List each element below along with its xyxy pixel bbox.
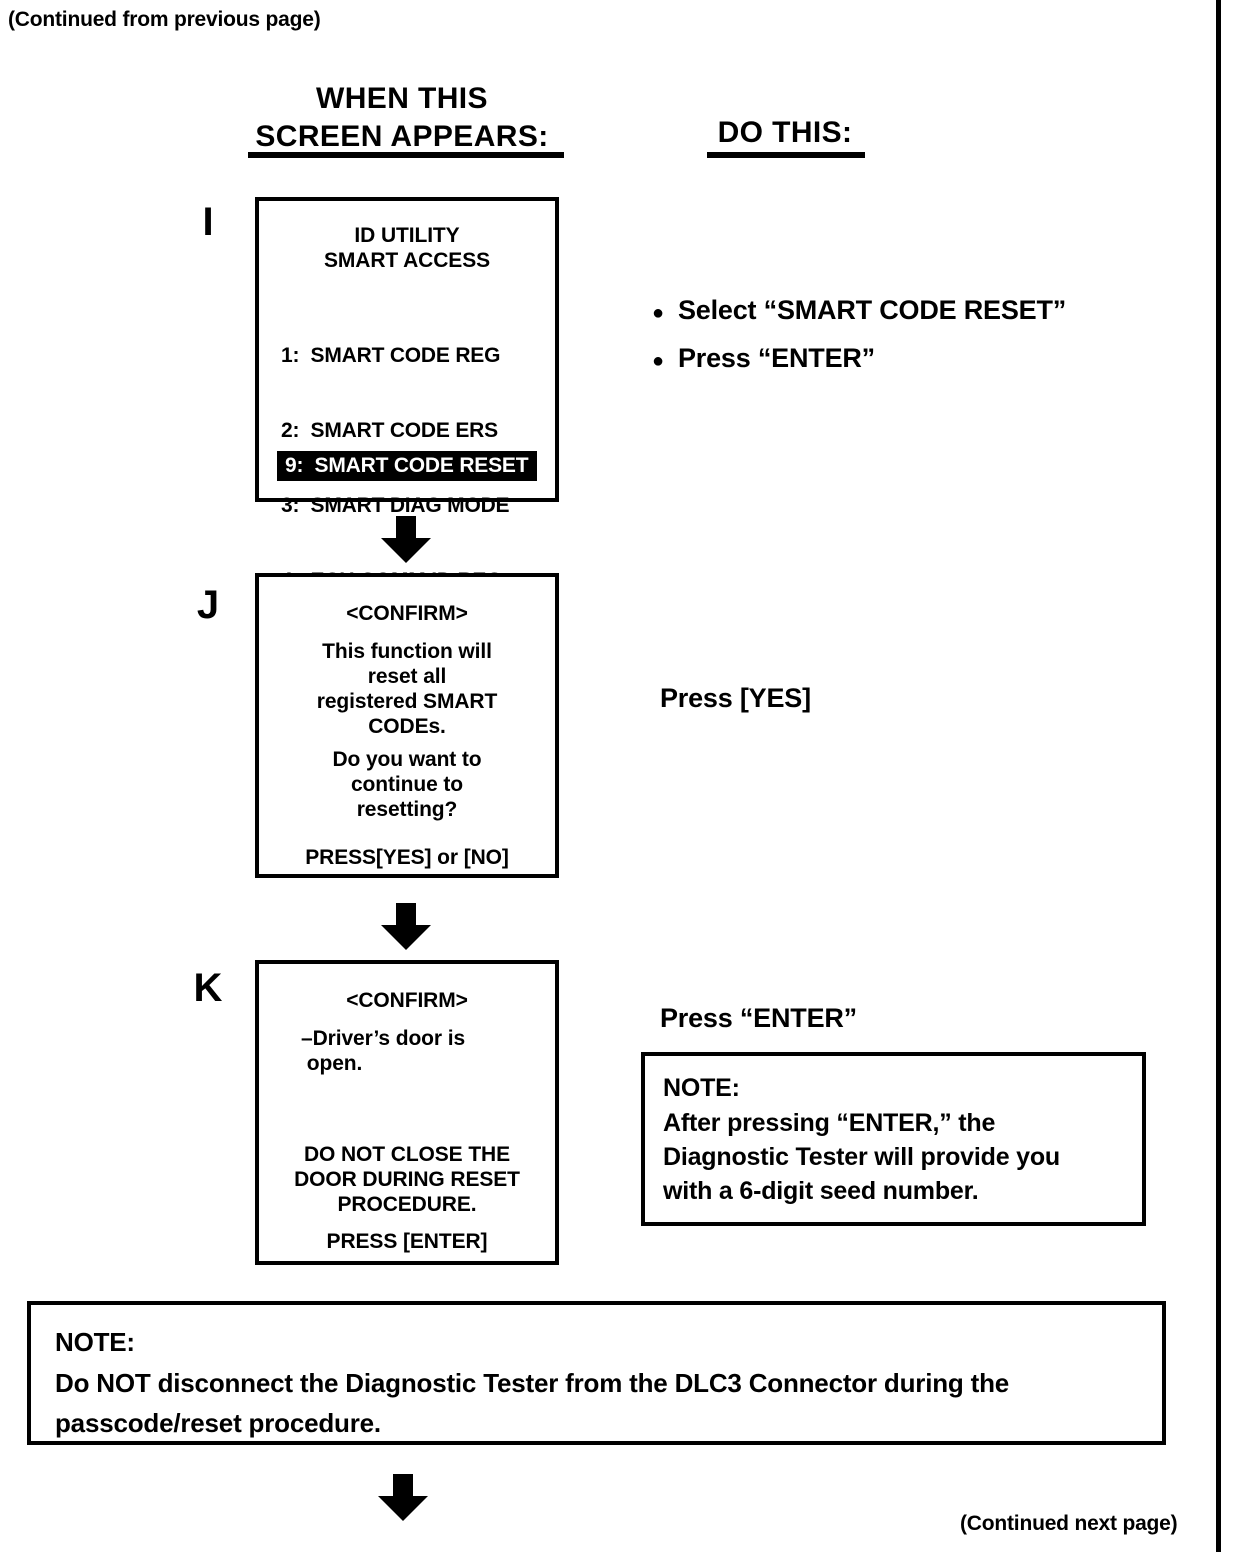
screen-j-footer: PRESS[YES] or [NO] bbox=[305, 846, 509, 869]
screen-k-body-line: open. bbox=[301, 1052, 363, 1075]
screen-i-menu-item-3[interactable]: 3: SMART DIAG MODE bbox=[281, 494, 510, 517]
tester-screen-k: <CONFIRM> –Driver’s door is open. DO NOT… bbox=[255, 960, 559, 1265]
screen-k-body-block-2: DO NOT CLOSE THE DOOR DURING RESET PROCE… bbox=[259, 1142, 555, 1217]
step-letter-j: J bbox=[196, 583, 220, 627]
screen-j-body-line: Do you want to bbox=[332, 748, 482, 771]
screen-k-body-block-1: –Driver’s door is open. bbox=[301, 1026, 531, 1076]
screen-i-title-line-1: ID UTILITY bbox=[354, 224, 460, 247]
bottom-note-line: passcode/reset procedure. bbox=[55, 1408, 381, 1438]
instruction-bullet-row: ● Select “SMART CODE RESET” bbox=[652, 288, 1172, 336]
screen-j-title: <CONFIRM> bbox=[346, 602, 468, 625]
tester-screen-i: ID UTILITY SMART ACCESS 1: SMART CODE RE… bbox=[255, 197, 559, 592]
instruction-bullet-row: ● Press “ENTER” bbox=[652, 336, 1172, 384]
note-body-line: with a 6-digit seed number. bbox=[663, 1177, 979, 1205]
step-letter-i: I bbox=[202, 200, 214, 244]
down-arrow-icon-2 bbox=[380, 903, 432, 956]
instruction-text-select-smart-code-reset: Select “SMART CODE RESET” bbox=[678, 295, 1067, 325]
bottom-note-line: Do NOT disconnect the Diagnostic Tester … bbox=[55, 1368, 1010, 1398]
continued-next-page-label: (Continued next page) bbox=[960, 1512, 1178, 1535]
continued-from-previous-page-label: (Continued from previous page) bbox=[8, 8, 321, 31]
screen-k-body-line: DO NOT CLOSE THE bbox=[303, 1143, 511, 1166]
note-body-line: Diagnostic Tester will provide you bbox=[663, 1143, 1060, 1171]
bottom-note-body: Do NOT disconnect the Diagnostic Tester … bbox=[55, 1363, 1146, 1443]
column-header-do-this: DO THIS: bbox=[717, 116, 853, 149]
screen-i-menu-item-2[interactable]: 2: SMART CODE ERS bbox=[281, 419, 498, 442]
instructions-step-i: ● Select “SMART CODE RESET” ● Press “ENT… bbox=[652, 288, 1172, 384]
note-box-seed-number: NOTE: After pressing “ENTER,” the Diagno… bbox=[641, 1052, 1146, 1226]
column-header-line-2: SCREEN APPEARS: bbox=[255, 120, 549, 153]
column-header-left-underline bbox=[248, 152, 564, 158]
column-header-right-underline bbox=[707, 152, 865, 158]
note-title: NOTE: bbox=[663, 1074, 740, 1102]
bullet-dot-icon: ● bbox=[652, 350, 664, 372]
instruction-step-k: Press “ENTER” bbox=[660, 1003, 857, 1033]
page-right-rule bbox=[1216, 0, 1221, 1552]
note-body-line: After pressing “ENTER,” the bbox=[663, 1109, 996, 1137]
screen-i-title-line-2: SMART ACCESS bbox=[323, 249, 491, 272]
tester-screen-j: <CONFIRM> This function will reset all r… bbox=[255, 573, 559, 878]
column-header-line-1: WHEN THIS bbox=[316, 82, 488, 115]
screen-j-body-block-2: Do you want to continue to resetting? bbox=[259, 747, 555, 822]
screen-j-body-block-1: This function will reset all registered … bbox=[259, 639, 555, 739]
instruction-step-j: Press [YES] bbox=[660, 683, 811, 713]
bullet-dot-icon: ● bbox=[652, 302, 664, 324]
screen-k-body-line: –Driver’s door is bbox=[301, 1027, 466, 1050]
screen-j-body-line: continue to bbox=[350, 773, 464, 796]
screen-j-body-line: reset all bbox=[367, 665, 447, 688]
bottom-note-title: NOTE: bbox=[55, 1327, 135, 1357]
note-body: After pressing “ENTER,” the Diagnostic T… bbox=[663, 1106, 1126, 1208]
down-arrow-icon-1 bbox=[380, 516, 432, 569]
column-header-when-screen-appears: WHEN THIS SCREEN APPEARS: bbox=[232, 80, 572, 156]
note-box-do-not-disconnect: NOTE: Do NOT disconnect the Diagnostic T… bbox=[27, 1301, 1166, 1445]
screen-k-title: <CONFIRM> bbox=[346, 989, 468, 1012]
step-letter-k: K bbox=[193, 966, 223, 1010]
screen-j-body-line: resetting? bbox=[356, 798, 458, 821]
screen-k-body-line: DOOR DURING RESET bbox=[294, 1168, 520, 1191]
screen-j-body-line: This function will bbox=[322, 640, 492, 663]
screen-k-body-line: PROCEDURE. bbox=[337, 1193, 477, 1216]
screen-i-menu-item-1[interactable]: 1: SMART CODE REG bbox=[281, 344, 501, 367]
screen-k-footer: PRESS [ENTER] bbox=[326, 1230, 488, 1253]
screen-i-menu-item-9-selected[interactable]: 9: SMART CODE RESET bbox=[277, 451, 537, 481]
screen-j-body-line: registered SMART bbox=[316, 690, 498, 713]
screen-j-body-line: CODEs. bbox=[368, 715, 446, 738]
down-arrow-icon-3 bbox=[377, 1474, 429, 1527]
instruction-text-press-enter: Press “ENTER” bbox=[678, 343, 875, 373]
